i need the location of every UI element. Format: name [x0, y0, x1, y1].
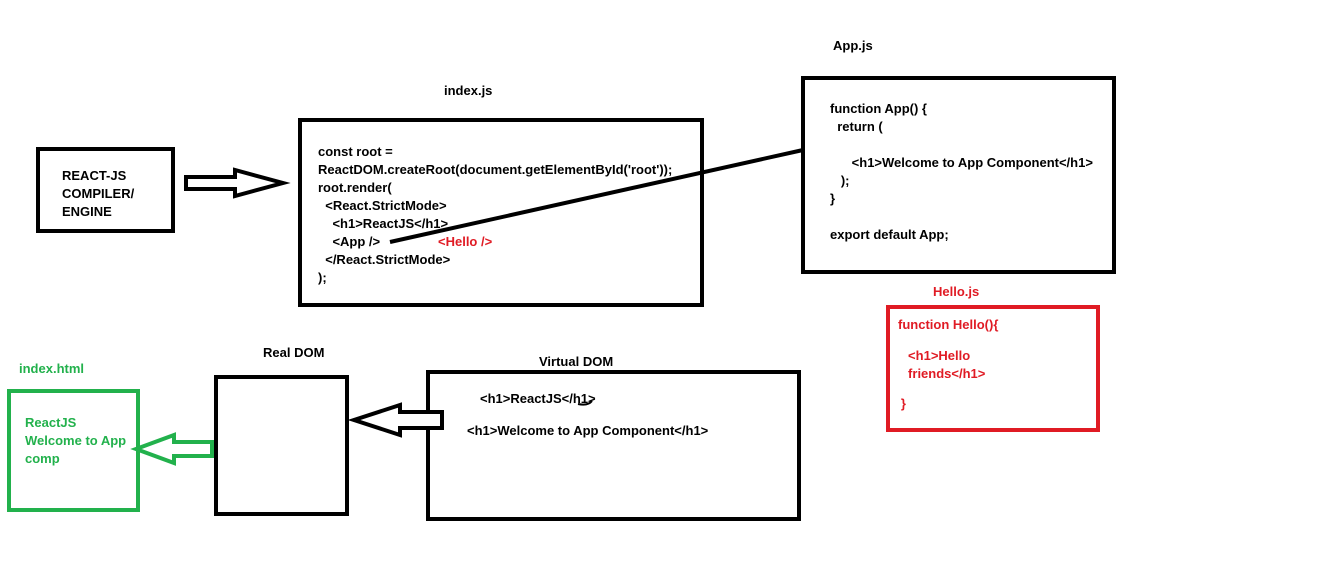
- index-js-line-2: ReactDOM.createRoot(document.getElementB…: [318, 162, 673, 177]
- index-js-line-1: const root =: [318, 144, 393, 159]
- hello-js-box: function Hello(){ <h1>Hello friends</h1>…: [886, 305, 1100, 432]
- index-html-title: index.html: [19, 361, 85, 376]
- virtual-dom-line-2: <h1>Welcome to App Component</h1>: [467, 423, 709, 438]
- real-dom-title: Real DOM: [263, 345, 325, 360]
- index-html-box: ReactJS Welcome to App comp: [7, 389, 140, 512]
- real-to-html-arrow: [130, 432, 214, 466]
- index-html-line-1: ReactJS: [25, 415, 77, 430]
- hello-js-line-4: friends</h1>: [890, 366, 986, 381]
- virtual-dom-line-1: <h1>ReactJS</h1>: [480, 391, 596, 406]
- index-html-line-3: comp: [25, 451, 60, 466]
- app-js-line-2: return (: [830, 119, 883, 134]
- compiler-box: REACT-JS COMPILER/ ENGINE: [36, 147, 175, 233]
- compiler-line-3: ENGINE: [62, 204, 112, 219]
- index-js-line-3: root.render(: [318, 180, 392, 195]
- hello-js-title: Hello.js: [933, 284, 980, 299]
- virtual-dom-title: Virtual DOM: [539, 354, 614, 369]
- index-js-line-8: );: [318, 270, 327, 285]
- app-js-title: App.js: [833, 38, 873, 53]
- index-html-line-2: Welcome to App: [25, 433, 127, 448]
- compiler-line-1: REACT-JS: [62, 168, 127, 183]
- index-js-title: index.js: [444, 83, 493, 98]
- index-js-line-6: <App />: [318, 234, 381, 249]
- app-js-line-6: }: [830, 191, 836, 206]
- app-js-line-4: <h1>Welcome to App Component</h1>: [830, 155, 1093, 170]
- compiler-to-index-arrow: [184, 167, 291, 199]
- hello-tag: <Hello />: [438, 234, 493, 249]
- app-js-line-1: function App() {: [830, 101, 927, 116]
- index-js-box: const root = ReactDOM.createRoot(documen…: [298, 118, 704, 307]
- app-js-box: function App() { return ( <h1>Welcome to…: [801, 76, 1116, 274]
- compiler-line-2: COMPILER/: [62, 186, 135, 201]
- virtual-dom-box: <h1>ReactJS</h1> <h1>Welcome to App Comp…: [426, 370, 801, 521]
- index-js-line-4: <React.StrictMode>: [318, 198, 447, 213]
- index-js-line-5: <h1>ReactJS</h1>: [318, 216, 449, 231]
- app-js-line-5: );: [830, 173, 850, 188]
- index-js-line-7: </React.StrictMode>: [318, 252, 451, 267]
- real-dom-box: [214, 375, 349, 516]
- hello-js-line-1: function Hello(){: [898, 317, 999, 332]
- app-js-line-8: export default App;: [830, 227, 949, 242]
- hello-js-line-3: <h1>Hello: [890, 348, 971, 363]
- hello-js-line-6: }: [890, 396, 906, 411]
